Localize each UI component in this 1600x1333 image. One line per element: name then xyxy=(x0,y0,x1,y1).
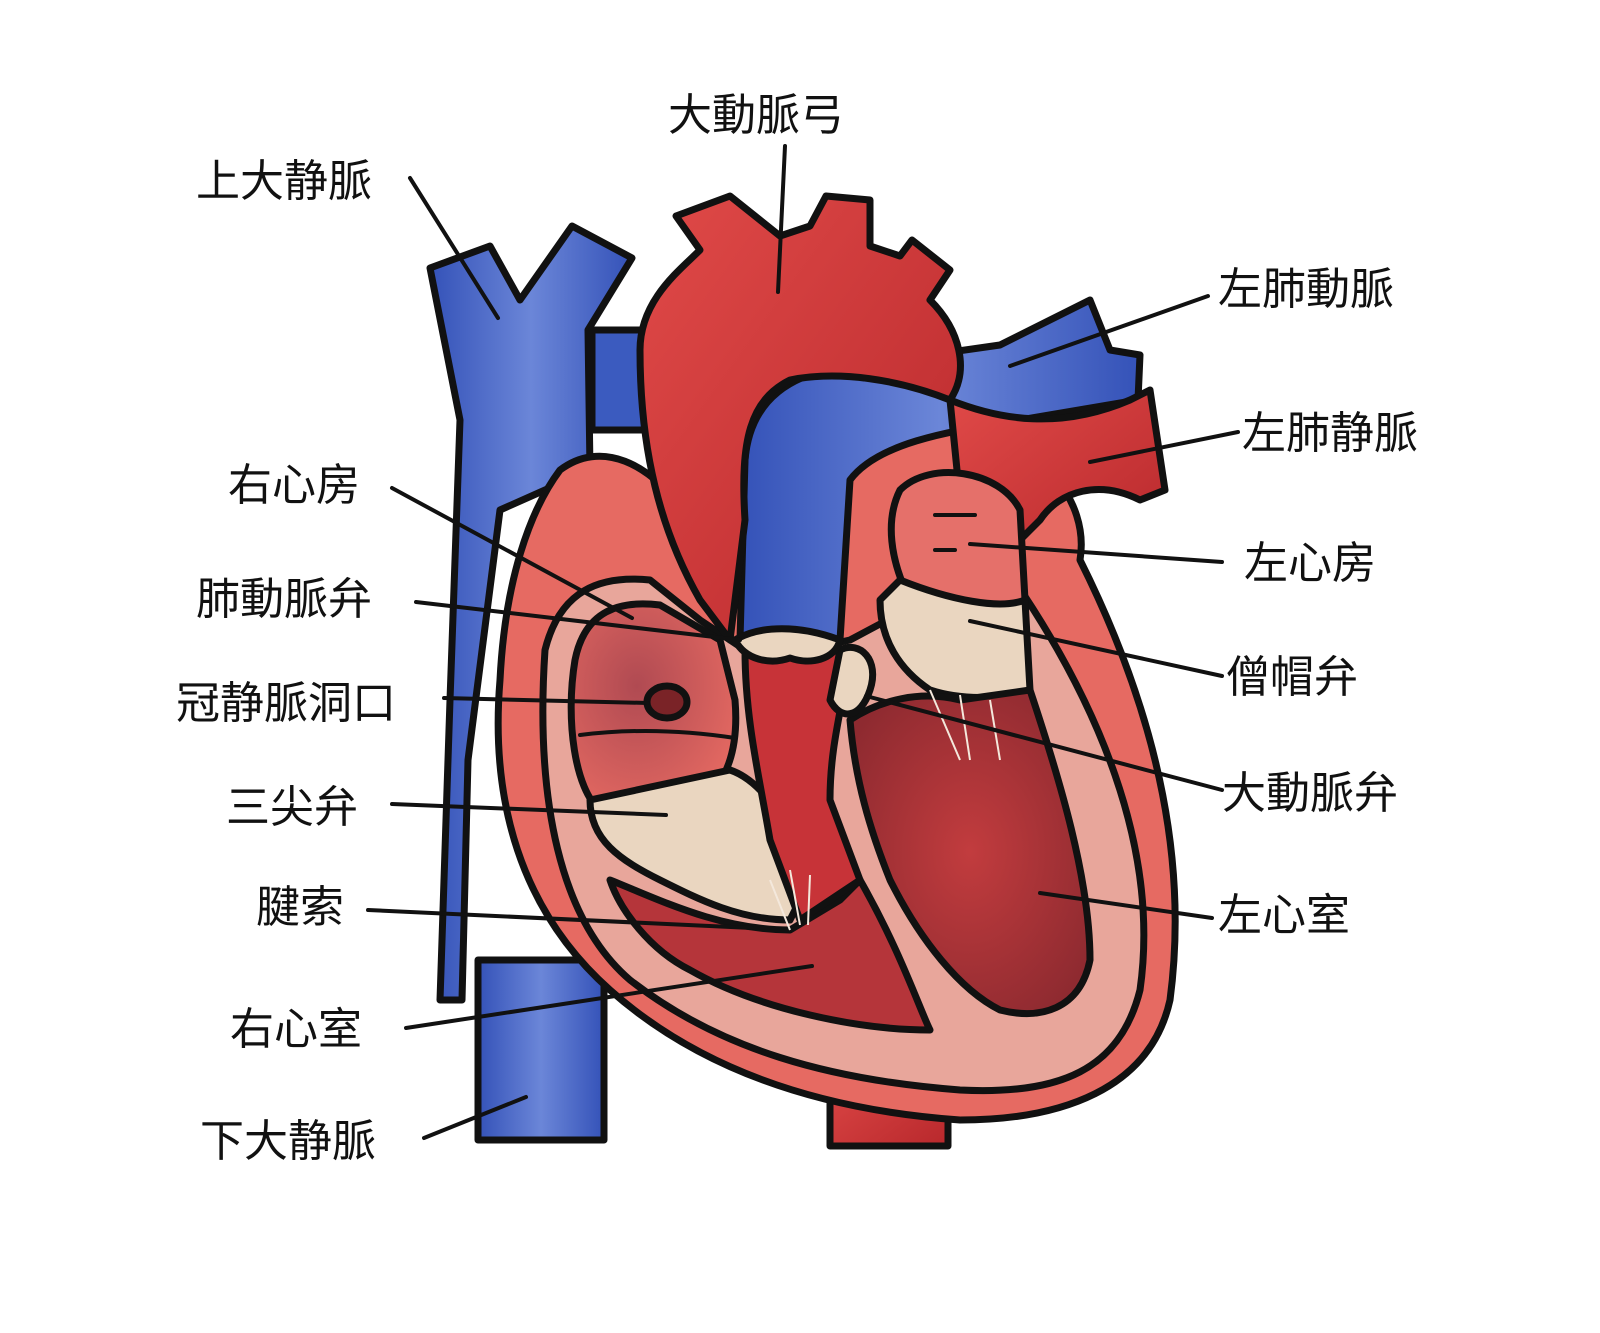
label-left-pulmonary-artery: 左肺動脈 xyxy=(1218,264,1394,315)
aortic-valve-shape xyxy=(826,643,877,718)
label-right-ventricle: 右心室 xyxy=(230,1004,362,1055)
label-left-ventricle: 左心室 xyxy=(1218,890,1350,941)
coronary-sinus-ostium-shape xyxy=(643,682,691,722)
label-chordae-tendineae: 腱索 xyxy=(256,882,344,933)
aortic-arch-shape xyxy=(636,192,964,644)
label-pulmonary-valve: 肺動脈弁 xyxy=(196,574,372,625)
label-left-atrium: 左心房 xyxy=(1244,538,1376,589)
atrium-fold-line xyxy=(578,728,737,740)
leader-lines xyxy=(366,144,1240,1140)
label-aortic-valve: 大動脈弁 xyxy=(1222,768,1398,819)
label-coronary-sinus-ostium: 冠静脈洞口 xyxy=(176,678,396,729)
inferior-vena-cava-shape xyxy=(474,956,608,1144)
label-superior-vena-cava: 上大静脈 xyxy=(196,156,372,207)
label-inferior-vena-cava: 下大静脈 xyxy=(200,1116,376,1167)
label-aortic-arch: 大動脈弓 xyxy=(668,90,844,141)
label-tricuspid-valve: 三尖弁 xyxy=(226,782,358,833)
label-mitral-valve: 僧帽弁 xyxy=(1226,652,1358,703)
labels: 大動脈弓 上大静脈 左肺動脈 左肺静脈 右心房 肺動脈弁 冠静脈洞口 三尖弁 腱… xyxy=(176,90,1418,1167)
pulmonary-valve-shape xyxy=(731,625,844,665)
label-left-pulmonary-vein: 左肺静脈 xyxy=(1242,408,1418,459)
label-right-atrium: 右心房 xyxy=(228,460,360,511)
right-ventricle-chamber xyxy=(606,876,934,1034)
